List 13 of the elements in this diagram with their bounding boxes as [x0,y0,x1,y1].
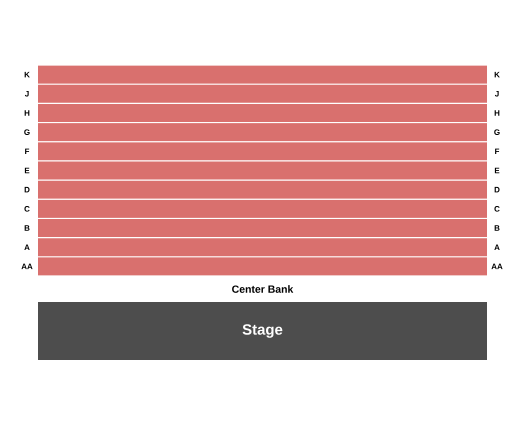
stage-box: Stage [38,302,487,360]
seat-row [38,142,487,160]
seat-row [38,219,487,238]
seat-row [38,104,487,122]
seat-row [38,84,487,103]
seat-row [38,123,487,142]
seat-row [38,180,487,199]
section-label: Center Bank [232,285,294,293]
seat-row [38,257,487,276]
seat-row [38,66,487,84]
seat-row [38,238,487,256]
seat-row [38,200,487,218]
seat-row [38,162,487,180]
